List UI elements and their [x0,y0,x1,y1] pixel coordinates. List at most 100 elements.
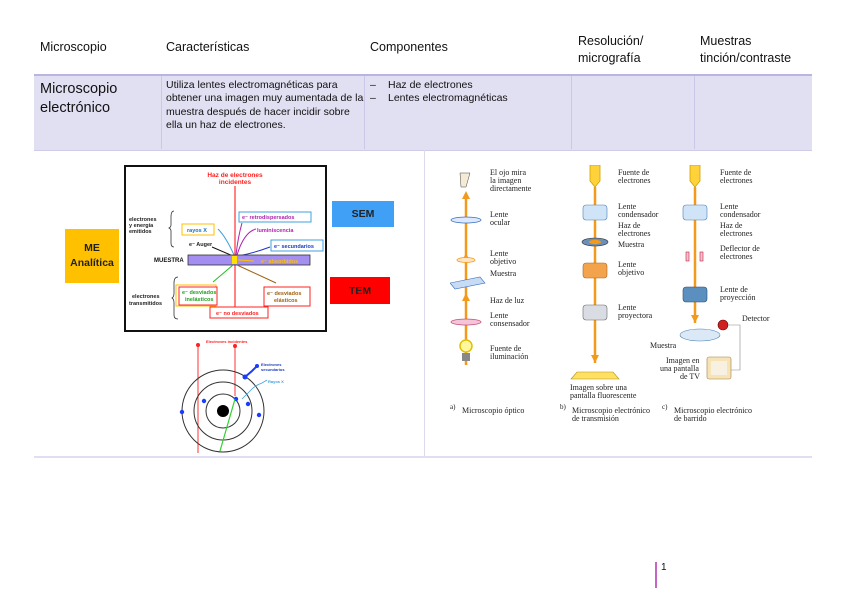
condenser-lens [450,318,482,326]
microscope-comparison-diagram: El ojo mira la imagen directamente Lente… [449,164,805,435]
caption-letter: a) [450,403,456,411]
label: Imagen en [666,356,700,365]
header-muestras: Muestras tinción/contraste [700,34,791,74]
me-tag-line2: Analítica [70,257,114,269]
tv-image [711,361,727,375]
sem-microscope: Fuente de electrones Lente condensador H… [650,164,770,423]
emitted-label: emitidos [129,229,152,235]
rayos-x-box [181,223,215,236]
label: Deflector de [720,244,760,253]
component-item: – Haz de electrones [370,79,508,92]
label: Lente [720,202,739,211]
label: Lente [490,311,509,320]
header-componentes: Componentes [370,40,448,54]
column-divider [364,76,365,149]
absorbidos-arrow [237,259,255,262]
elastic-label: e⁻ desviados [267,291,301,297]
sample-slab [187,254,311,266]
optical-microscope: El ojo mira la imagen directamente Lente… [449,168,532,415]
label: El ojo mira [490,168,526,177]
header-muestras-line2: tinción/contraste [700,51,792,65]
electron-source [689,164,701,188]
column-divider [571,76,572,149]
label: electrones [720,176,752,185]
xray-path [241,379,268,400]
incident-label: Electrones incidentes [206,339,248,344]
label: Detector [742,314,770,323]
auger-arrow [211,246,234,257]
label: una pantalla [660,364,699,373]
beam-label: incidentes [219,179,252,186]
label: de TV [680,372,700,381]
brace [168,210,175,248]
brace [171,276,179,320]
label: la imagen [490,176,521,185]
sample [589,239,601,245]
label: directamente [490,184,532,193]
header-resolucion-line1: Resolución/ [578,34,644,48]
retro-label: e⁻ retrodispersados [242,215,294,221]
label: Lente [618,303,637,312]
arrow-up-icon [462,293,470,301]
electron-interaction-diagram: Haz de electrones incidentes electrones … [124,165,327,332]
row-title: Microscopio electrónico [40,80,117,118]
secondary-electron-path [244,365,258,378]
header-caracteristicas: Características [166,40,250,54]
deflector [685,251,690,262]
absorbidos-label: e⁻ absorbidos [261,259,298,265]
projection-lens [682,286,708,303]
label: condensador [618,210,659,219]
secondary-label: Electrones [261,362,282,367]
me-analitica-tag: ME Analítica [65,229,119,283]
label: Fuente de [618,168,650,177]
detector [717,319,729,331]
projector-lens [582,304,608,321]
component-text: Lentes electromagnéticas [388,91,508,104]
column-divider [161,76,162,149]
ocular-lens [450,216,482,224]
label: Lente [490,249,509,258]
caption: de transmisión [572,414,619,423]
detector-cable [728,324,741,371]
bulb-icon [459,339,473,353]
label: objetivo [618,268,644,277]
label: Muestra [650,341,677,350]
tem-tag: TEM [330,277,390,304]
transmitted-label: electrones [132,294,160,300]
table-row-band [34,74,812,151]
condenser-lens [582,204,608,221]
luminiscencia-arrow [236,228,257,256]
electron [201,398,207,404]
label: Lente [618,260,637,269]
table-bottom-border [34,456,812,458]
nucleus [217,405,229,417]
me-tag-line1: ME [84,242,100,254]
row-components: – Haz de electrones – Lentes electromagn… [370,79,508,104]
auger-label: e⁻ Auger [189,242,213,248]
elastic-box [263,286,311,307]
label: Muestra [490,269,517,278]
muestra-label: MUESTRA [154,258,184,264]
incident-electron-dot [233,344,237,348]
label: electrones [720,252,752,261]
label: Lente [618,202,637,211]
label: Haz de luz [490,296,525,305]
electron [255,364,259,368]
inelastic-arrow [212,264,234,283]
electron-shell [205,393,241,429]
component-item: – Lentes electromagnéticas [370,92,508,105]
rayos-x-label: rayos X [187,228,207,234]
retro-arrow [235,222,243,256]
secundarios-box [270,239,324,252]
emitted-label: electrones [129,217,157,223]
row-title-line1: Microscopio [40,81,118,97]
caption: Microscopio electrónico [572,406,650,415]
inelastic-label: e⁻ desviados [182,290,216,296]
header-resolucion-line2: micrografía [578,51,641,65]
atom-diagram: Electrones incidentes Electrones secunda… [170,333,288,458]
xray-label: Rayos X [268,379,284,384]
elastic-label: elásticos [274,298,298,304]
no-desviados-label: e⁻ no desviados [216,311,259,317]
electron-source [589,164,601,188]
electron [179,409,185,415]
